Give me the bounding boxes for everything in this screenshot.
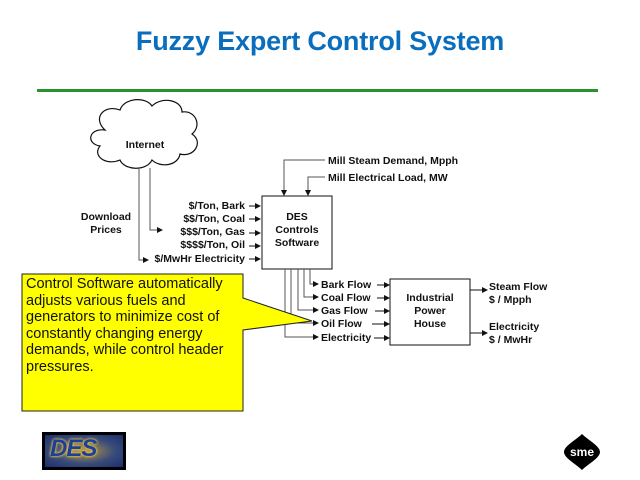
slide-title: Fuzzy Expert Control System: [135, 26, 505, 56]
flow-gas: Gas Flow: [321, 305, 369, 317]
flow-bark: Bark Flow: [321, 279, 372, 291]
price-bark: $/Ton, Bark: [189, 200, 246, 212]
des-box-line2: Controls: [275, 224, 318, 236]
callout-shape: [21, 273, 313, 412]
des-box-line1: DES: [286, 211, 308, 223]
price-oil: $$$$/Ton, Oil: [180, 239, 245, 251]
price-electricity: $/MwHr Electricity: [155, 253, 246, 265]
des-logo-text: DES: [50, 435, 97, 462]
des-box-line3: Software: [275, 237, 320, 249]
internet-label: Internet: [126, 139, 165, 151]
download-label-1: Download: [81, 211, 131, 223]
des-logo: DES: [42, 432, 126, 470]
des-controls-box: [261, 195, 333, 270]
flow-oil: Oil Flow: [321, 318, 363, 330]
output-electricity-line2: $ / MwHr: [489, 334, 532, 346]
flow-coal: Coal Flow: [321, 292, 371, 304]
output-electricity-line1: Electricity: [489, 321, 539, 333]
output-steam-line1: Steam Flow: [489, 281, 548, 293]
download-label-2: Prices: [90, 224, 122, 236]
mill-electrical-load: Mill Electrical Load, MW: [328, 172, 448, 184]
power-house-line2: Power: [414, 305, 446, 317]
internet-cloud-icon: [90, 99, 198, 169]
title-divider: [37, 89, 598, 92]
power-house-box: [389, 278, 471, 346]
mill-steam-demand: Mill Steam Demand, Mpph: [328, 155, 458, 167]
output-steam-line2: $ / Mpph: [489, 294, 532, 306]
sme-logo-icon: sme: [564, 434, 600, 470]
price-coal: $$/Ton, Coal: [183, 213, 245, 225]
flow-electricity: Electricity: [321, 332, 371, 344]
price-gas: $$$/Ton, Gas: [180, 226, 245, 238]
power-house-line3: House: [414, 318, 446, 330]
sme-logo-text: sme: [570, 445, 594, 459]
power-house-line1: Industrial: [406, 292, 453, 304]
callout-text: Control Software automatically adjusts v…: [26, 276, 224, 375]
